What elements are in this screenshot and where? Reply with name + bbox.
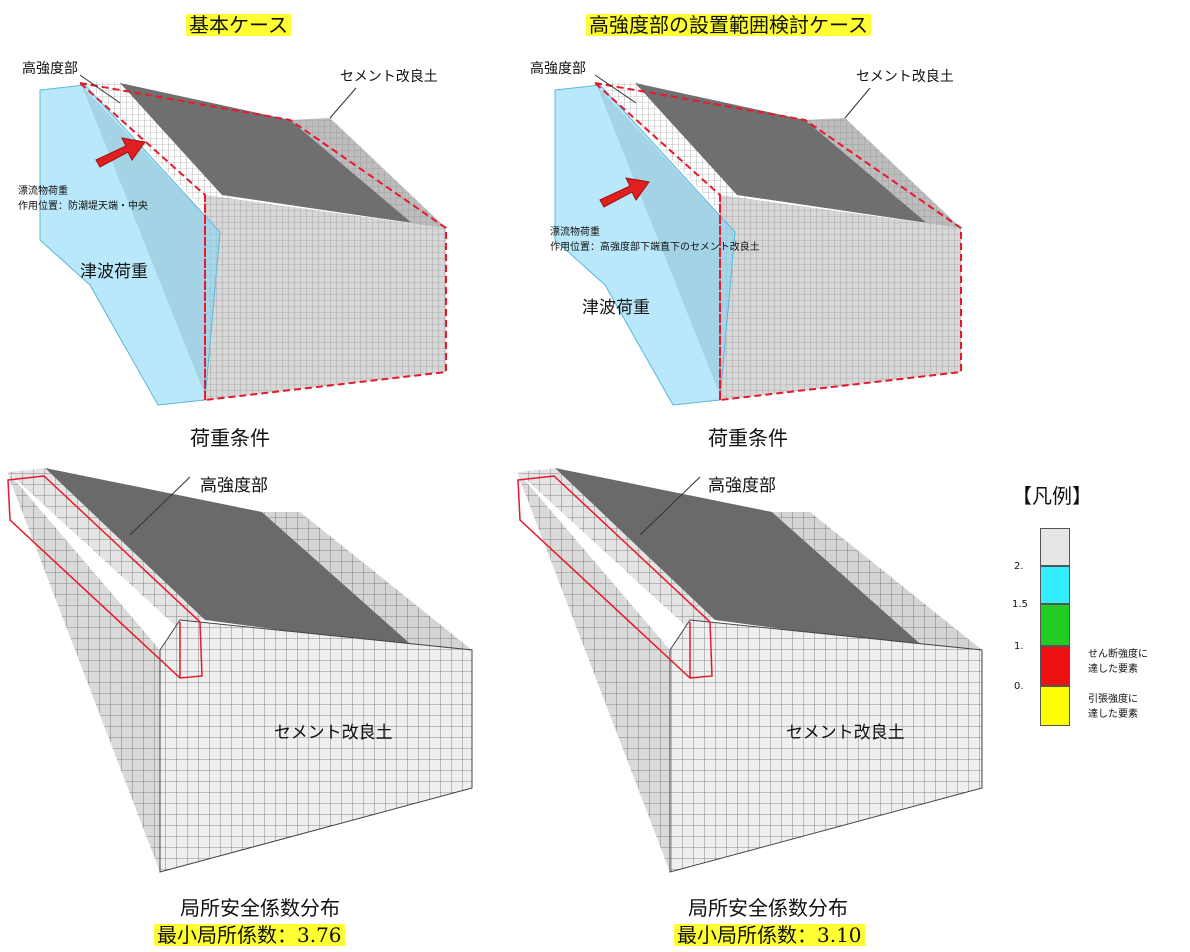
label-debris-load: 漂流物荷重 (550, 227, 600, 238)
high-strength-outline (7, 475, 203, 679)
label-high-strength: 高強度部 (200, 476, 268, 496)
legend-tick: 2. (1014, 561, 1024, 572)
label-tsunami-load: 津波荷重 (80, 262, 148, 282)
legend-swatch-1-to-1-5 (1040, 604, 1070, 646)
high-strength-outline (517, 475, 713, 679)
min-safety-factor: 最小局所係数：3.76 (154, 924, 345, 946)
label-debris-load: 漂流物荷重 (18, 186, 68, 197)
legend-tick: 0. (1014, 681, 1024, 692)
min-safety-factor: 最小局所係数：3.10 (674, 924, 865, 946)
label-debris-position: 作用位置：高強度部下端直下のセメント改良土 (550, 242, 760, 253)
bottom-left-mesh (7, 468, 473, 873)
legend-swatch-1-5-to-2 (1040, 566, 1070, 604)
tsunami-load-region (39, 84, 221, 406)
label-debris-position: 作用位置：防潮堤天端・中央 (18, 201, 148, 212)
legend-swatch-above-2 (1040, 528, 1070, 566)
top-right-model (554, 74, 962, 406)
label-tsunami-load: 津波荷重 (582, 298, 650, 318)
label-cement-soil: セメント改良土 (786, 723, 905, 743)
bottom-right-mesh (517, 468, 983, 873)
label-high-strength: 高強度部 (530, 61, 586, 77)
legend-note-shear-1: せん断強度に (1088, 649, 1148, 660)
legend-tick: 1. (1014, 641, 1024, 652)
legend-tick: 1.5 (1012, 599, 1028, 610)
tsunami-load-region (554, 84, 736, 406)
top-left-model (39, 74, 447, 406)
caption-safety-distribution: 局所安全係数分布 (688, 896, 848, 920)
case-title-basic: 基本ケース (186, 14, 291, 36)
legend-title: 【凡例】 (1012, 484, 1092, 508)
case-title-range: 高強度部の設置範囲検討ケース (586, 14, 871, 36)
caption-load-conditions: 荷重条件 (708, 426, 788, 450)
legend-swatch-tension (1040, 686, 1070, 726)
debris-arrow (599, 177, 650, 208)
caption-safety-distribution: 局所安全係数分布 (180, 896, 340, 920)
caption-load-conditions: 荷重条件 (190, 426, 270, 450)
label-cement-soil: セメント改良土 (340, 69, 438, 85)
legend-note-tension-1: 引張強度に (1088, 694, 1138, 705)
label-high-strength: 高強度部 (22, 61, 78, 77)
label-high-strength: 高強度部 (708, 476, 776, 496)
debris-arrow (95, 137, 146, 168)
legend-note-shear-2: 達した要素 (1088, 664, 1138, 675)
label-cement-soil: セメント改良土 (856, 69, 954, 85)
legend-note-tension-2: 達した要素 (1088, 709, 1138, 720)
legend-swatch-shear (1040, 646, 1070, 686)
label-cement-soil: セメント改良土 (274, 723, 393, 743)
